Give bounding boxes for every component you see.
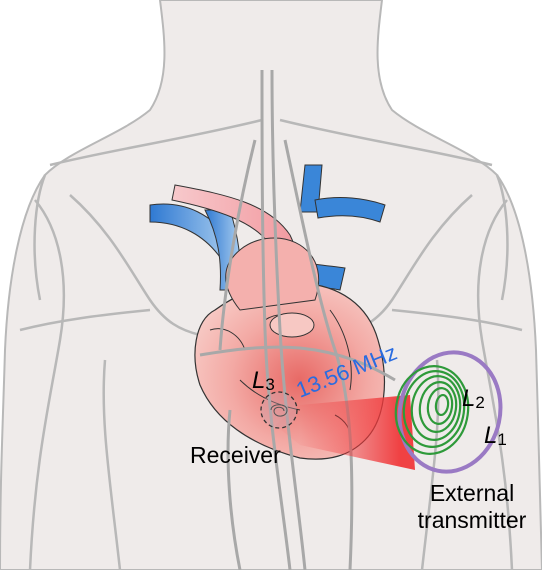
receiver-dashed-circle: [261, 392, 297, 428]
label-transmitter-line1: External: [430, 480, 514, 506]
label-transmitter-line2: transmitter: [418, 507, 527, 533]
label-l2-sub: 2: [475, 393, 484, 412]
receiver-coil: [261, 392, 297, 428]
label-l2-letter: L: [462, 385, 475, 412]
label-l3-sub: 3: [265, 375, 274, 394]
label-l3-letter: L: [252, 367, 265, 394]
label-l1-sub: 1: [497, 430, 506, 449]
label-receiver: Receiver: [190, 442, 281, 468]
valve: [270, 313, 314, 337]
label-l1-letter: L: [484, 422, 497, 449]
